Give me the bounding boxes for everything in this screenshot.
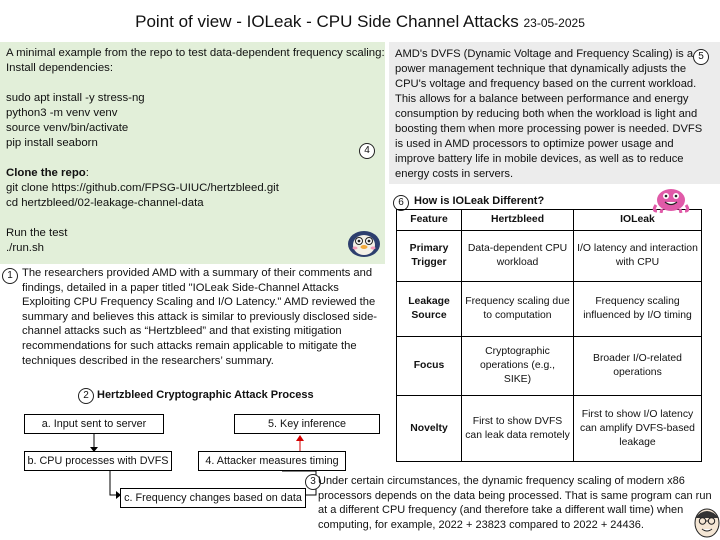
dvfs-explanation-panel: AMD's DVFS (Dynamic Voltage and Frequenc… [389,42,720,184]
cell-ioleak: First to show I/O latency can amplify DV… [573,395,702,462]
clone-line: cd hertzbleed/02-leakage-channel-data [6,197,204,209]
cell-ioleak: I/O latency and interaction with CPU [573,230,702,282]
flow-step-c: c. Frequency changes based on data [120,488,306,508]
face-mascot-icon [694,508,720,538]
cell-feature: Leakage Source [396,281,462,337]
flow-step-a: a. Input sent to server [24,414,164,434]
install-line: source venv/bin/activate [6,122,129,134]
install-line: sudo apt install -y stress-ng [6,92,145,104]
cell-ioleak: Broader I/O-related operations [573,336,702,396]
monster-mascot-icon [652,189,690,213]
flow-step-b: b. CPU processes with DVFS [24,451,172,471]
frequency-scaling-text: Under certain circumstances, the dynamic… [318,475,712,531]
title-date: 23-05-2025 [523,16,585,30]
clone-heading: Clone the repo: [6,166,379,181]
repo-example-panel: A minimal example from the repo to test … [0,42,385,264]
amd-response-text: The researchers provided AMD with a summ… [22,267,378,367]
section-number-4: 4 [359,143,375,159]
flow-title: Hertzbleed Cryptographic Attack Process [97,389,314,401]
page-title: Point of view - IOLeak - CPU Side Channe… [0,12,720,32]
header-hertzbleed: Hertzbleed [461,209,574,231]
connector-b-c [109,470,120,496]
comparison-title: How is IOLeak Different? [414,195,545,207]
flow-step-5: 5. Key inference [234,414,380,434]
cell-feature: Primary Trigger [396,230,462,282]
table-row: Primary Trigger Data-dependent CPU workl… [396,230,702,282]
cell-hertzbleed: Cryptographic operations (e.g., SIKE) [461,336,574,396]
table-row: Novelty First to show DVFS can leak data… [396,395,702,462]
cell-hertzbleed: Frequency scaling due to computation [461,281,574,337]
dvfs-text: AMD's DVFS (Dynamic Voltage and Frequenc… [395,48,703,180]
comparison-table: Feature Hertzbleed IOLeak Primary Trigge… [396,209,702,462]
section-number-2: 2 [78,388,94,404]
cell-feature: Focus [396,336,462,396]
cell-hertzbleed: Data-dependent CPU workload [461,230,574,282]
table-row: Leakage Source Frequency scaling due to … [396,281,702,337]
section-number-5: 5 [693,49,709,65]
section-number-1: 1 [2,268,18,284]
run-heading: Run the test [6,227,68,239]
title-text: Point of view - IOLeak - CPU Side Channe… [135,12,519,31]
run-line: ./run.sh [6,242,44,254]
install-line: pip install seaborn [6,137,98,149]
table-header-row: Feature Hertzbleed IOLeak [396,209,702,231]
table-row: Focus Cryptographic operations (e.g., SI… [396,336,702,396]
arrowhead-4-5 [296,435,304,441]
cell-ioleak: Frequency scaling influenced by I/O timi… [573,281,702,337]
cell-hertzbleed: First to show DVFS can leak data remotel… [461,395,574,462]
install-line: python3 -m venv venv [6,107,118,119]
section-number-3: 3 [305,474,321,490]
cell-feature: Novelty [396,395,462,462]
clone-heading-colon: : [85,167,89,179]
penguin-mascot-icon [348,231,380,257]
repo-intro: A minimal example from the repo to test … [6,47,385,59]
install-heading: Install dependencies: [6,62,114,74]
clone-line: git clone https://github.com/FPSG-UIUC/h… [6,182,279,194]
flow-step-4: 4. Attacker measures timing [198,451,346,471]
clone-heading-text: Clone the repo [6,167,86,179]
header-feature: Feature [396,209,462,231]
